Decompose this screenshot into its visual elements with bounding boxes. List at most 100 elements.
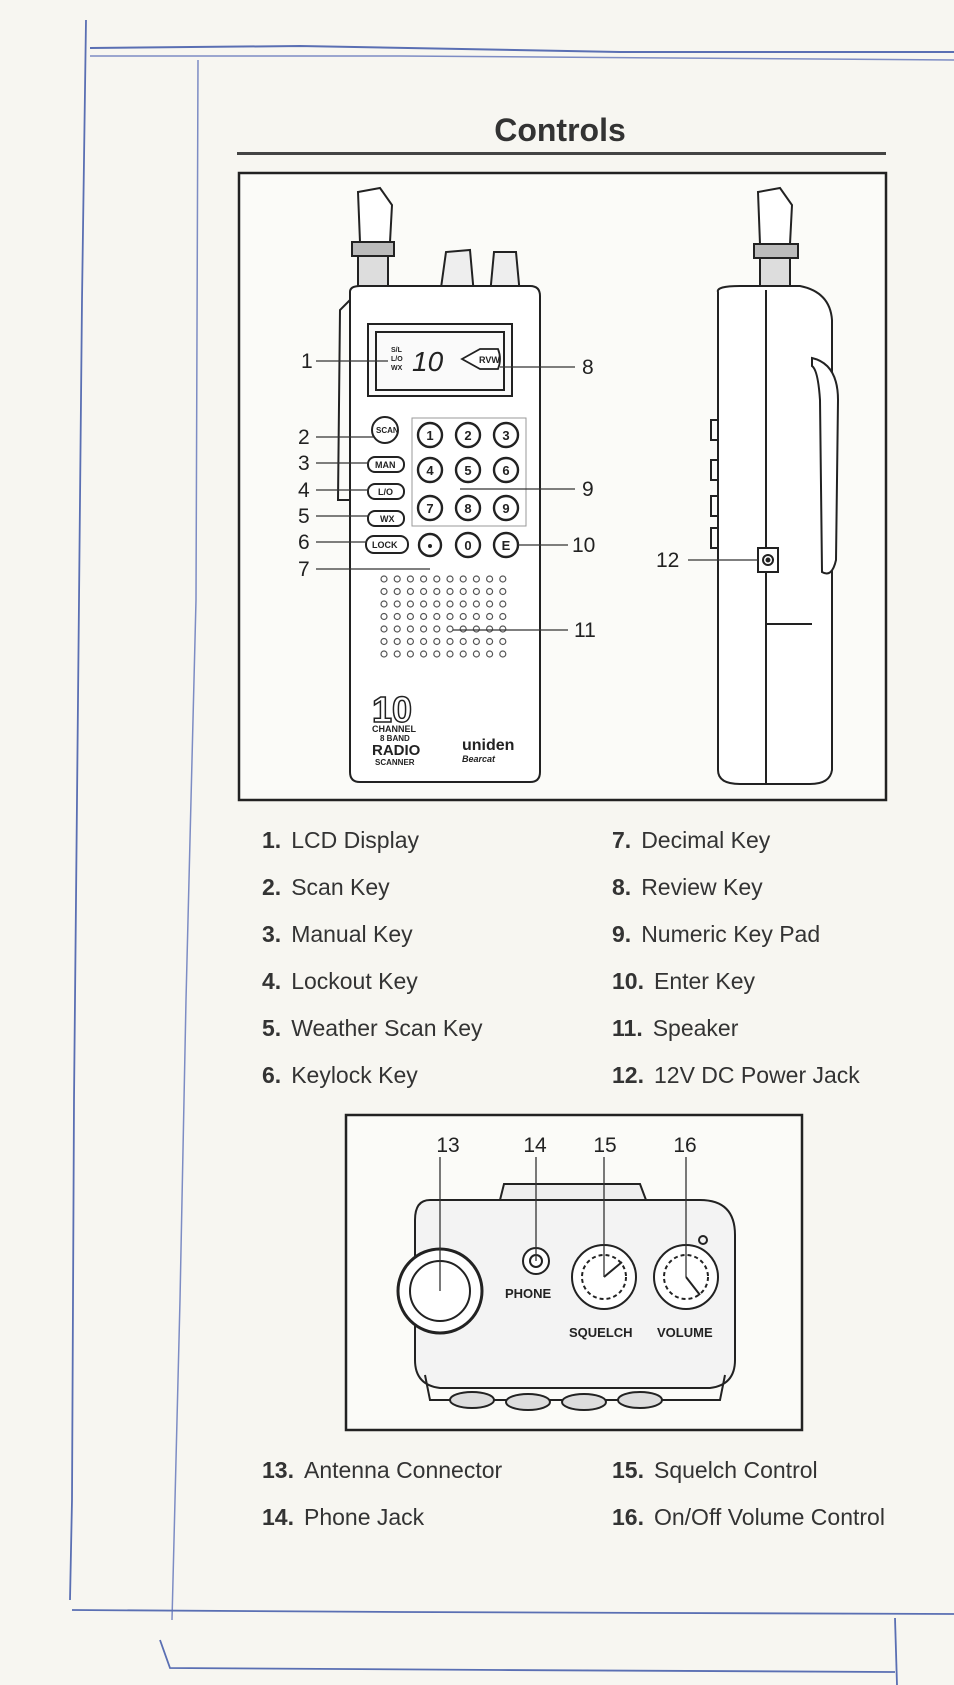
legend-text: Keylock Key [291, 1062, 418, 1088]
svg-text:3: 3 [298, 452, 310, 475]
svg-text:2: 2 [464, 428, 471, 443]
svg-text:SCANNER: SCANNER [375, 758, 415, 767]
legend-text: Manual Key [291, 921, 413, 947]
legend-number: 16. [612, 1504, 644, 1530]
legend-number: 14. [262, 1504, 294, 1530]
legend-number: 15. [612, 1457, 644, 1483]
svg-text:9: 9 [582, 478, 594, 501]
svg-text:E: E [502, 538, 511, 553]
legend-item: 5. Weather Scan Key [262, 1015, 483, 1042]
scanner-front-view [336, 186, 541, 783]
svg-text:RVW: RVW [479, 355, 500, 365]
front-branding: 10 CHANNEL 8 BAND RADIO SCANNER uniden B… [371, 688, 514, 767]
svg-text:L/O: L/O [391, 356, 403, 363]
legend-item: 8. Review Key [612, 874, 763, 901]
legend-item: 1. LCD Display [262, 827, 419, 854]
legend-item: 12.12V DC Power Jack [612, 1062, 860, 1089]
legend-number: 1. [262, 827, 282, 853]
svg-text:1: 1 [301, 350, 313, 373]
svg-text:Bearcat: Bearcat [462, 754, 496, 764]
legend-item: 11. Speaker [612, 1015, 738, 1042]
legend-number: 3. [262, 921, 282, 947]
legend-text: Decimal Key [641, 827, 771, 853]
legend-text: Squelch Control [653, 1457, 818, 1483]
review-key: RVW [460, 348, 501, 370]
svg-text:10: 10 [572, 534, 595, 557]
svg-text:8: 8 [464, 501, 471, 516]
scanner-side-view [710, 186, 840, 785]
svg-text:CHANNEL: CHANNEL [372, 724, 417, 734]
scan-key: SCAN [371, 416, 399, 444]
legend-text: Numeric Key Pad [641, 921, 821, 947]
legend-number: 6. [262, 1062, 282, 1088]
legend-number: 7. [612, 827, 632, 853]
legend-text: Speaker [652, 1015, 739, 1041]
legend-number: 2. [262, 874, 282, 900]
legend-item: 9. Numeric Key Pad [612, 921, 820, 948]
legend-number: 9. [612, 921, 632, 947]
lcd-display: S/L L/O WX 10 [391, 346, 444, 377]
svg-text:1: 1 [426, 428, 433, 443]
svg-text:8: 8 [582, 356, 594, 379]
legend-item: 16. On/Off Volume Control [612, 1504, 885, 1531]
legend-text: Scan Key [291, 874, 390, 900]
numeric-keypad: 1 2 3 4 5 6 7 8 9 0 E [411, 417, 527, 559]
legend-number: 12. [612, 1062, 644, 1088]
legend-item: 4. Lockout Key [262, 968, 418, 995]
svg-text:WX: WX [380, 514, 395, 524]
svg-text:5: 5 [464, 463, 471, 478]
legend-item: 7. Decimal Key [612, 827, 770, 854]
svg-text:10: 10 [412, 346, 444, 377]
svg-text:8 BAND: 8 BAND [380, 734, 410, 743]
svg-text:S/L: S/L [391, 347, 403, 354]
legend-text: Phone Jack [303, 1504, 425, 1530]
legend-number: 11. [612, 1015, 643, 1041]
legend-number: 5. [262, 1015, 282, 1041]
svg-text:uniden: uniden [462, 737, 514, 754]
top-control-labels: PHONE SQUELCH VOLUME [505, 1286, 713, 1340]
lockout-key [367, 483, 405, 500]
legend-item: 3. Manual Key [262, 921, 413, 948]
legend-text: Review Key [641, 874, 763, 900]
lock-key [365, 535, 409, 554]
svg-text:L/O: L/O [378, 487, 393, 497]
squelch-label: SQUELCH [569, 1325, 633, 1340]
title-rule [237, 152, 886, 155]
svg-text:9: 9 [502, 501, 509, 516]
svg-text:6: 6 [502, 463, 509, 478]
svg-text:15: 15 [593, 1134, 616, 1157]
svg-text:2: 2 [298, 426, 310, 449]
svg-text:7: 7 [426, 501, 433, 516]
phone-label: PHONE [505, 1286, 552, 1301]
legend-number: 8. [612, 874, 632, 900]
legend-number: 10. [612, 968, 644, 994]
legend-text: Weather Scan Key [291, 1015, 483, 1041]
svg-text:SCAN: SCAN [376, 426, 399, 435]
legend-item: 2. Scan Key [262, 874, 390, 901]
volume-label: VOLUME [657, 1325, 713, 1340]
svg-text:13: 13 [436, 1134, 459, 1157]
svg-text:14: 14 [523, 1134, 547, 1157]
svg-text:4: 4 [298, 479, 310, 502]
legend-item: 15. Squelch Control [612, 1457, 818, 1484]
svg-text:WX: WX [391, 365, 403, 372]
svg-text:LOCK: LOCK [372, 540, 398, 550]
legend-text: Antenna Connector [303, 1457, 503, 1483]
legend-text: LCD Display [291, 827, 420, 853]
legend-text: On/Off Volume Control [653, 1504, 885, 1530]
svg-text:5: 5 [298, 505, 310, 528]
svg-text:4: 4 [426, 463, 434, 478]
legend-item: 14. Phone Jack [262, 1504, 424, 1531]
svg-text:11: 11 [574, 619, 596, 642]
speaker-grille [380, 575, 507, 658]
svg-text:10: 10 [372, 689, 412, 730]
legend-item: 6. Keylock Key [262, 1062, 418, 1089]
manual-key [367, 456, 405, 473]
legend-number: 4. [262, 968, 282, 994]
svg-text:3: 3 [502, 428, 509, 443]
svg-text:12: 12 [656, 549, 679, 572]
legend-text: Lockout Key [291, 968, 418, 994]
legend-item: 10.Enter Key [612, 968, 755, 995]
